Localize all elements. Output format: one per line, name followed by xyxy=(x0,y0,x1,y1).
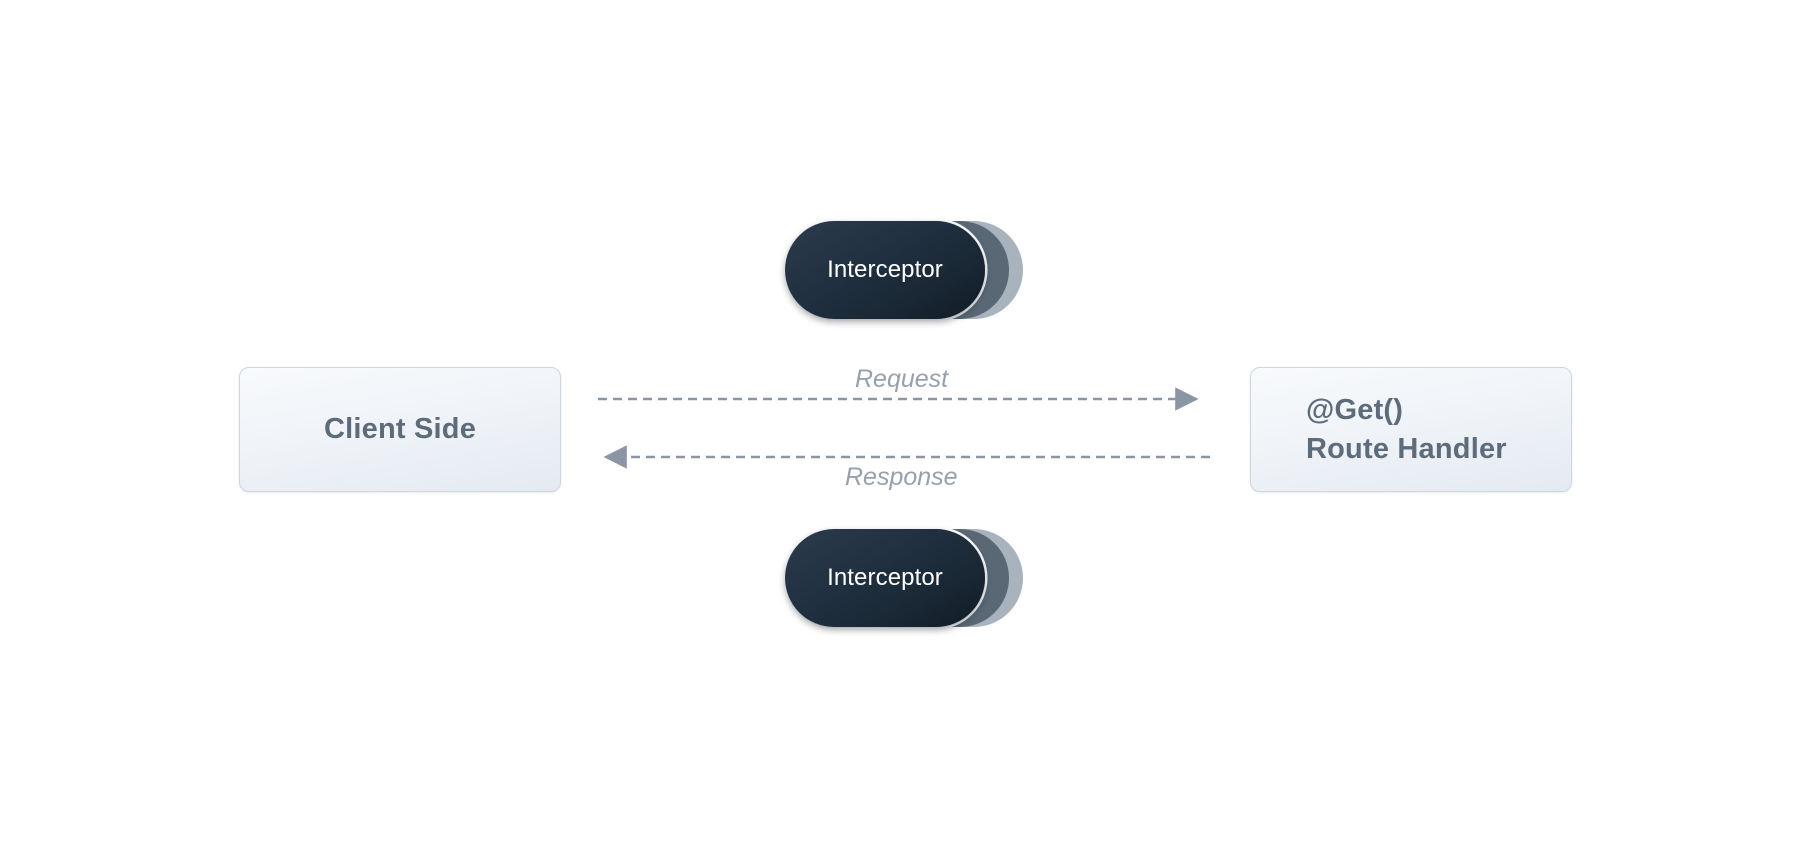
edge-label-response: Response xyxy=(845,463,958,491)
node-client-side[interactable]: Client Side xyxy=(239,367,561,492)
node-route-handler[interactable]: @Get() Route Handler xyxy=(1250,367,1572,492)
pill-stack-layer-front: Interceptor xyxy=(785,221,985,319)
node-route-handler-label: @Get() Route Handler xyxy=(1306,394,1507,465)
node-interceptor-bottom-label: Interceptor xyxy=(827,564,943,591)
node-client-side-label: Client Side xyxy=(323,413,477,446)
pill-stack-layer-front: Interceptor xyxy=(785,529,985,627)
node-interceptor-bottom[interactable]: Interceptor xyxy=(785,529,1023,627)
node-interceptor-top-label: Interceptor xyxy=(827,256,943,283)
edge-label-request: Request xyxy=(855,365,949,393)
node-interceptor-top[interactable]: Interceptor xyxy=(785,221,1023,319)
